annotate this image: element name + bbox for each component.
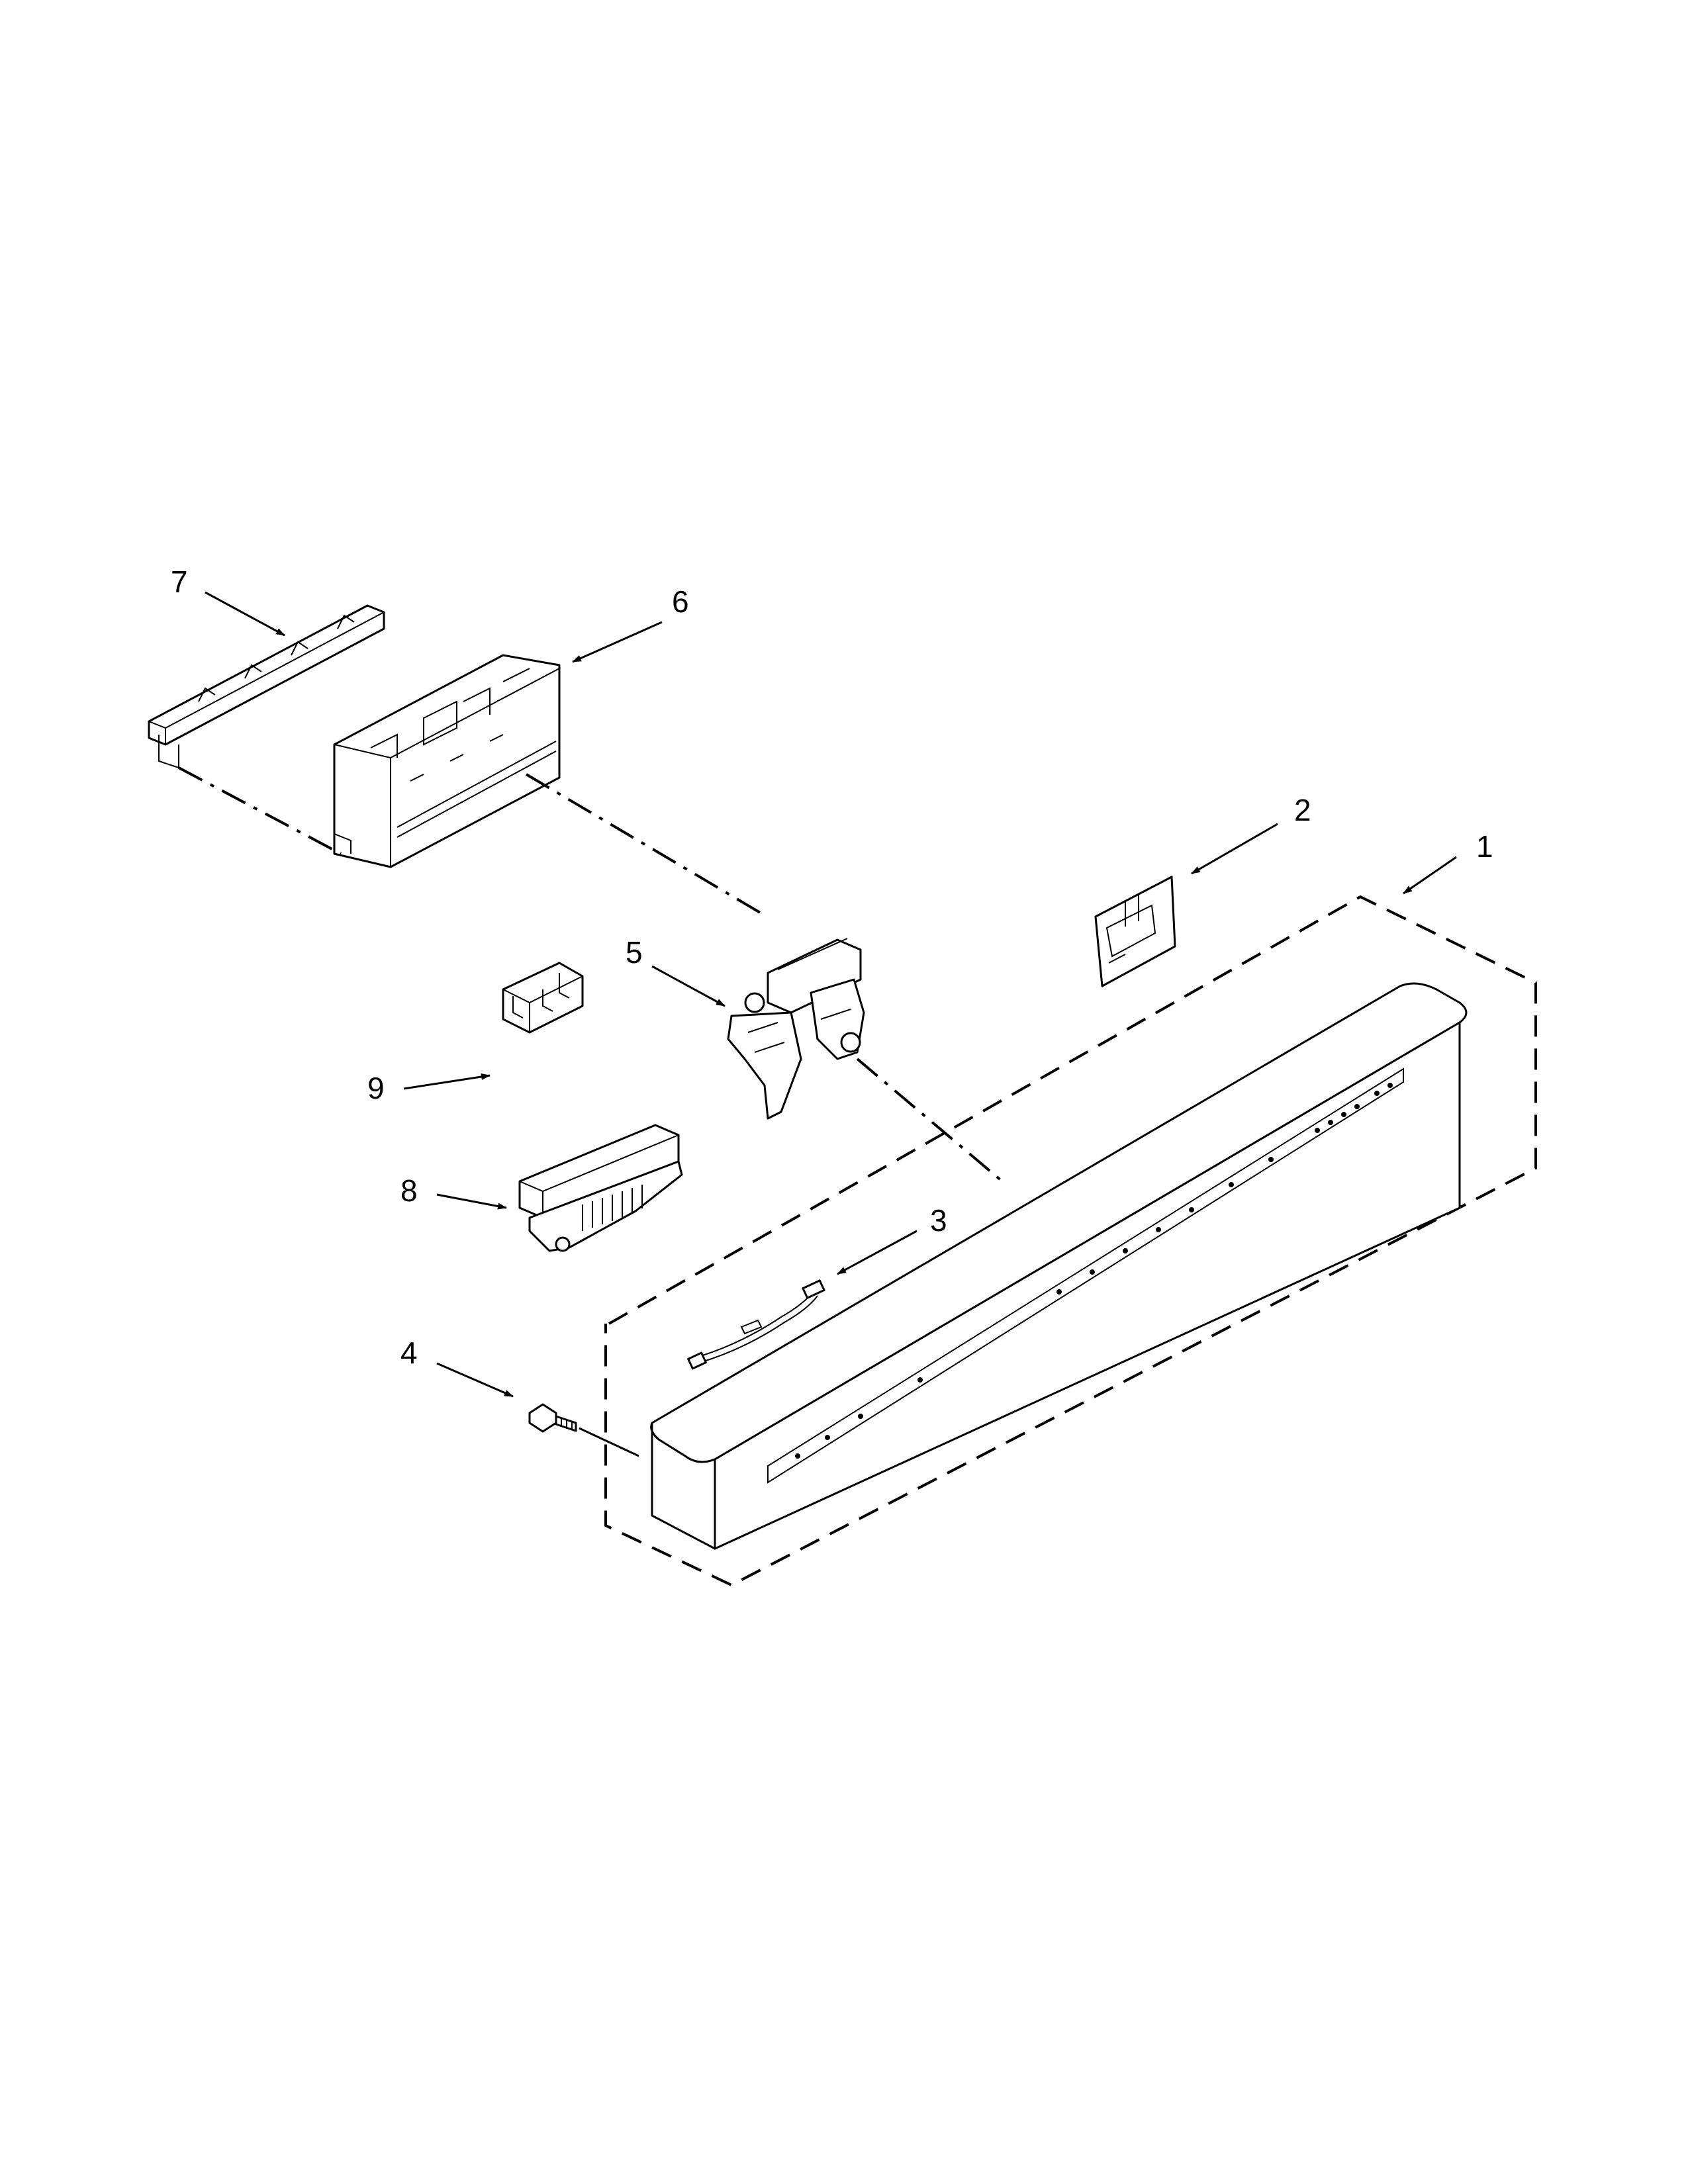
part-4-screw <box>528 1403 639 1457</box>
part-1-dashed-outline <box>604 895 1537 1587</box>
callout-7: 7 <box>171 565 188 599</box>
callout-3: 3 <box>930 1203 947 1238</box>
arrow-9 <box>403 1073 491 1090</box>
callout-8: 8 <box>400 1173 418 1208</box>
part-7-mount-line <box>178 766 342 855</box>
part-1-button-strip <box>767 1068 1404 1484</box>
part-1-end-face <box>650 1422 716 1550</box>
arrow-3 <box>837 1230 917 1275</box>
part-1-control-panel <box>604 895 1537 1587</box>
part-5-latch <box>727 938 1008 1186</box>
part-1-buttons <box>795 1083 1393 1459</box>
callout-6: 6 <box>672 584 689 619</box>
arrow-5 <box>651 965 726 1007</box>
part-4-mount-line <box>579 1427 639 1457</box>
arrow-8 <box>436 1193 507 1210</box>
part-6-control-housing <box>333 654 763 915</box>
callout-1: 1 <box>1476 829 1493 864</box>
callout-2: 2 <box>1294 793 1311 827</box>
callout-labels: 1 2 3 4 5 6 7 8 9 <box>171 565 1493 1370</box>
arrow-2 <box>1191 823 1278 875</box>
part-9-clip <box>502 962 584 1034</box>
part-3-wire-harness <box>687 1279 825 1370</box>
arrow-7 <box>205 591 285 637</box>
part-8-vent <box>518 1124 683 1252</box>
callout-9: 9 <box>367 1071 385 1105</box>
callout-5: 5 <box>626 935 643 970</box>
part-5-mount-line <box>856 1058 1008 1186</box>
part-6-mount-line <box>525 773 763 915</box>
arrow-1 <box>1403 856 1457 895</box>
part-2-bracket <box>1094 876 1176 987</box>
leader-arrows <box>205 591 1457 1398</box>
part-1-front-face <box>714 1021 1461 1550</box>
part-7-rail-bracket <box>148 604 385 855</box>
arrow-6 <box>572 621 663 663</box>
arrow-4 <box>436 1362 514 1398</box>
callout-4: 4 <box>400 1336 418 1370</box>
